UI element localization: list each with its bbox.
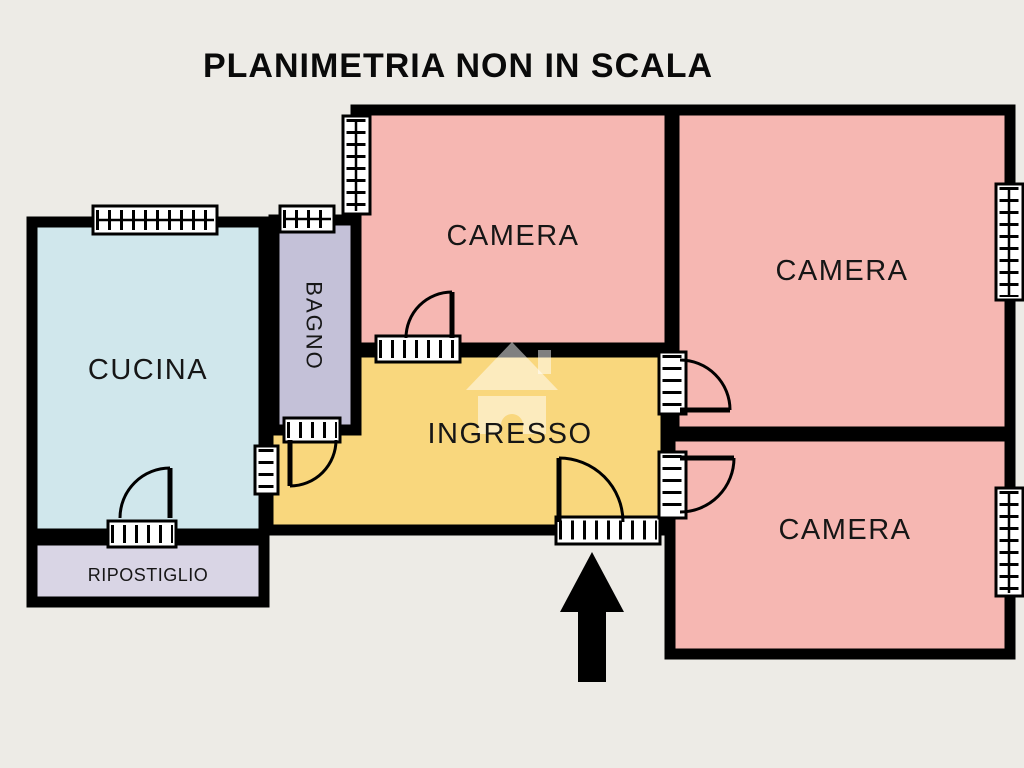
house-watermark-icon: [466, 342, 558, 434]
cucina-ingresso-window: [253, 444, 280, 496]
camera-top-door-threshold: [374, 334, 462, 364]
door-swing-arc: [679, 457, 736, 514]
entrance-door-threshold: [554, 515, 662, 546]
door-swing-arc: [404, 290, 453, 339]
camera-right-door: [679, 358, 732, 413]
entrance-arrow-icon: [560, 552, 624, 682]
watermark-roof: [466, 342, 558, 390]
watermark-chimney: [538, 350, 551, 374]
room-label-camera-bottom: CAMERA: [778, 514, 911, 546]
camera-bottom-window: [994, 486, 1024, 598]
threshold-frame: [106, 519, 178, 549]
room-label-ripostiglio: RIPOSTIGLIO: [88, 565, 209, 585]
bagno-door-threshold: [282, 416, 342, 444]
cucina-door-threshold: [106, 519, 178, 549]
door-swing-arc: [558, 456, 625, 523]
camera-top-door: [404, 290, 455, 339]
cucina-top-window: [91, 204, 219, 236]
room-label-camera-top: CAMERA: [446, 220, 579, 252]
door-swing-arc: [289, 439, 338, 488]
watermark-body: [478, 396, 546, 434]
room-ripostiglio: [26, 534, 270, 608]
camera-bottom-door-threshold: [657, 450, 688, 520]
bagno-top-window: [278, 204, 336, 234]
room-cucina: [26, 216, 270, 540]
plan-title: PLANIMETRIA NON IN SCALA: [203, 47, 713, 85]
room-label-ingresso: INGRESSO: [427, 418, 592, 450]
door-swing-arc: [679, 358, 732, 411]
room-label-camera-right: CAMERA: [775, 255, 908, 287]
bagno-door: [287, 439, 338, 488]
camera-top-left-window: [341, 114, 372, 216]
entrance-door: [556, 456, 625, 523]
camera-bottom-door: [679, 455, 736, 514]
camera-right-door-threshold: [657, 350, 688, 416]
window-frame: [253, 444, 280, 496]
room-label-bagno: BAGNO: [302, 281, 327, 370]
cucina-door: [118, 466, 173, 519]
door-swing-arc: [118, 466, 171, 519]
threshold-frame: [657, 450, 688, 520]
room-label-cucina: CUCINA: [88, 354, 208, 386]
camera-right-window: [994, 182, 1024, 302]
